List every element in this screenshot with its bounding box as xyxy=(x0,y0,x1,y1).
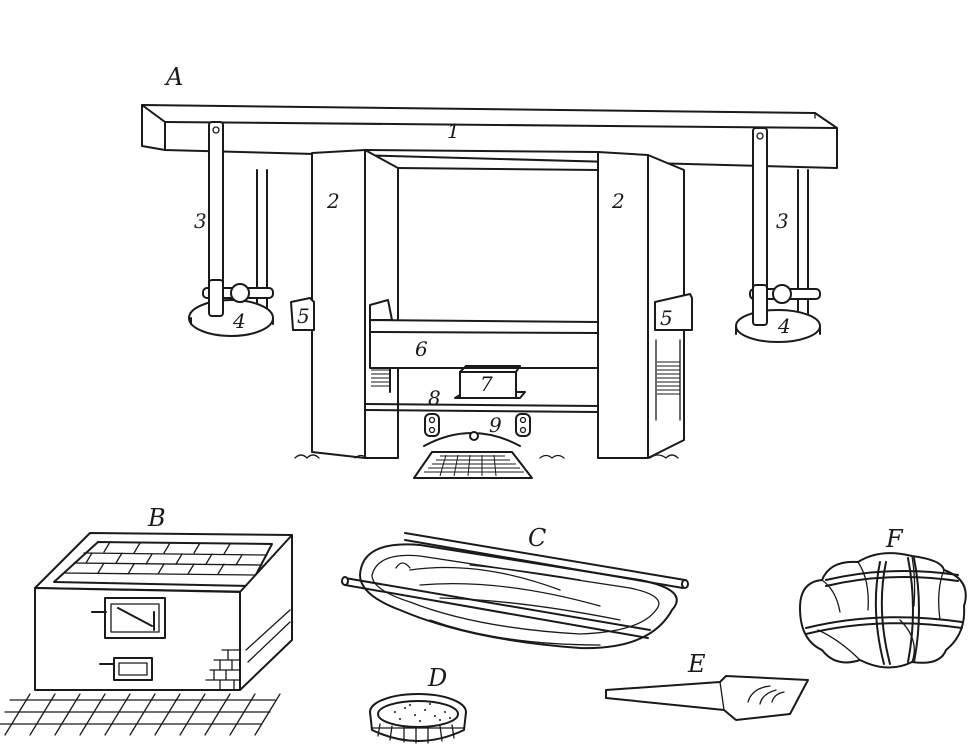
left-rod-and-stone xyxy=(188,121,274,337)
right-wedge-block xyxy=(654,293,693,331)
press-ground xyxy=(294,454,679,459)
label-board-6: 6 xyxy=(415,337,428,361)
label-letter-f: F xyxy=(885,525,904,553)
label-rod-3-left: 3 xyxy=(194,209,207,233)
kneading-trough: C xyxy=(341,524,689,650)
label-stone-4-left: 4 xyxy=(232,309,246,333)
label-pillar-2-right: 2 xyxy=(611,189,625,213)
bread-peel: E xyxy=(605,650,809,721)
label-letter-b: B xyxy=(147,504,166,532)
label-letter-a: A xyxy=(164,63,183,91)
stove-hearth: B xyxy=(0,504,293,736)
tied-bundle: F xyxy=(799,525,967,669)
label-letter-c: C xyxy=(528,524,546,552)
label-letter-e: E xyxy=(687,650,706,678)
label-pillar-2-left: 2 xyxy=(326,189,340,213)
label-letter-d: D xyxy=(427,664,447,692)
stove-floor-grid xyxy=(0,693,281,736)
label-spout-9: 9 xyxy=(489,413,502,437)
oil-cake-bag xyxy=(454,365,526,399)
label-cake-7: 7 xyxy=(480,372,493,396)
label-plate-8: 8 xyxy=(428,386,441,410)
oil-spout-and-pit xyxy=(413,431,533,479)
label-rod-3-right: 3 xyxy=(776,209,789,233)
right-rod-and-stone xyxy=(735,127,821,343)
label-stone-4-right: 4 xyxy=(777,314,791,338)
base-plate xyxy=(364,403,599,437)
label-beam-1: 1 xyxy=(447,119,460,143)
sieve: D xyxy=(369,664,467,744)
left-wedge-block xyxy=(290,297,315,331)
top-beam xyxy=(141,104,838,169)
press-board xyxy=(369,299,599,393)
press-assembly: A 1 2 2 3 3 4 4 5 5 6 7 8 9 xyxy=(141,63,838,479)
label-wedge-5-right: 5 xyxy=(660,306,673,330)
label-wedge-5-left: 5 xyxy=(297,304,310,328)
